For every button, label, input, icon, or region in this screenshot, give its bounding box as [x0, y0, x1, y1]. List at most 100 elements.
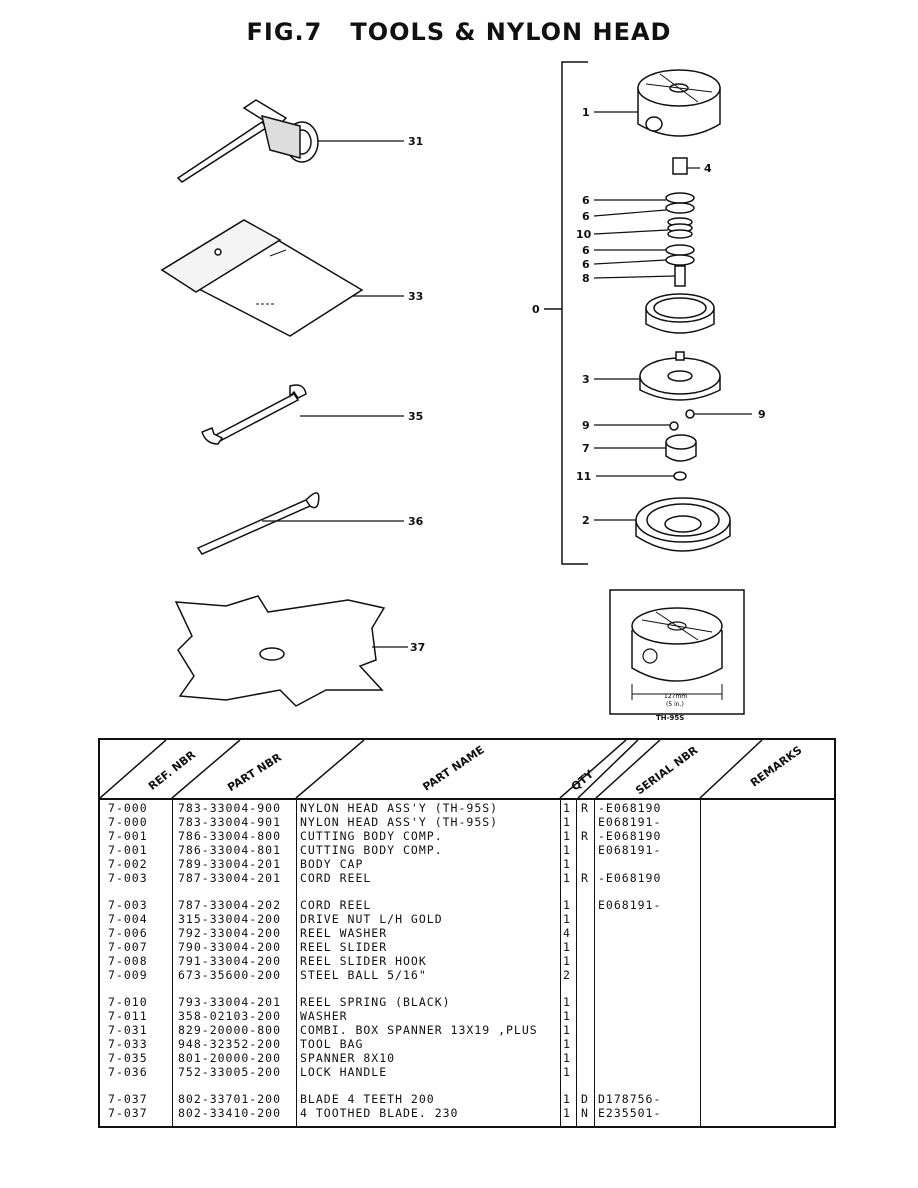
callout-9b: 9	[758, 408, 766, 421]
part-name-cell: NYLON HEAD ASS'Y (TH-95S)	[300, 815, 499, 829]
column-divider	[576, 798, 577, 1126]
part-number-cell: 793-33004-201	[178, 995, 282, 1009]
part-name-cell: REEL SLIDER	[300, 940, 388, 954]
part-number-cell: 792-33004-200	[178, 926, 282, 940]
qty-cell: 1	[563, 871, 571, 885]
part-name-cell: REEL SPRING (BLACK)	[300, 995, 451, 1009]
lock-handle-drawing	[196, 492, 320, 555]
part-number-cell: 752-33005-200	[178, 1065, 282, 1079]
part-name-cell: CORD REEL	[300, 898, 372, 912]
callout-37: 37	[410, 641, 425, 654]
ref-cell: 7-037	[108, 1106, 148, 1120]
part-name-cell: STEEL BALL 5/16"	[300, 968, 427, 982]
ref-cell: 7-037	[108, 1092, 148, 1106]
ref-cell: 7-001	[108, 843, 148, 857]
part-number-cell: 358-02103-200	[178, 1009, 282, 1023]
ref-cell: 7-010	[108, 995, 148, 1009]
part-number-cell: 791-33004-200	[178, 954, 282, 968]
part-name-cell: 4 TOOTHED BLADE. 230	[300, 1106, 459, 1120]
callout-6c: 6	[582, 244, 590, 257]
callout-9a: 9	[582, 419, 590, 432]
ref-cell: 7-033	[108, 1037, 148, 1051]
part-number-cell: 789-33004-201	[178, 857, 282, 871]
ref-cell: 7-000	[108, 801, 148, 815]
callout-0: 0	[532, 303, 540, 316]
qty-cell: 1	[563, 995, 571, 1009]
ref-cell: 7-003	[108, 871, 148, 885]
serial-cell: E068191-	[598, 898, 662, 912]
ref-cell: 7-031	[108, 1023, 148, 1037]
callout-3: 3	[582, 373, 590, 386]
figure-name: TOOLS & NYLON HEAD	[350, 18, 672, 46]
part-number-cell: 829-20000-800	[178, 1023, 282, 1037]
spanner-drawing	[201, 384, 307, 445]
part-name-cell: BLADE 4 TEETH 200	[300, 1092, 435, 1106]
part-number-cell: 786-33004-800	[178, 829, 282, 843]
qty-cell: 1	[563, 801, 571, 815]
inset-model-label: TH-95S	[656, 714, 685, 722]
column-divider	[700, 798, 701, 1126]
ref-cell: 7-002	[108, 857, 148, 871]
part-number-cell: 948-32352-200	[178, 1037, 282, 1051]
part-name-cell: SPANNER 8X10	[300, 1051, 396, 1065]
part-number-cell: 802-33410-200	[178, 1106, 282, 1120]
callout-6d: 6	[582, 258, 590, 271]
qty-cell: 1	[563, 1092, 571, 1106]
part-name-cell: WASHER	[300, 1009, 348, 1023]
part-name-cell: CUTTING BODY COMP.	[300, 843, 443, 857]
qty-cell: 1	[563, 843, 571, 857]
serial-cell: E068191-	[598, 815, 662, 829]
ref-cell: 7-035	[108, 1051, 148, 1065]
qty-cell: 4	[563, 926, 571, 940]
qty-cell: 1	[563, 829, 571, 843]
callout-31: 31	[408, 135, 423, 148]
qty-cell: 1	[563, 1065, 571, 1079]
serial-cell: -E068190	[598, 801, 662, 815]
steel-ball-drawing	[685, 409, 695, 419]
callout-6b: 6	[582, 210, 590, 223]
code-cell: R	[581, 829, 589, 843]
code-cell: D	[581, 1092, 589, 1106]
table-header-diagonals	[100, 740, 763, 798]
callout-2: 2	[582, 514, 590, 527]
ref-cell: 7-009	[108, 968, 148, 982]
inset-dimension: 127mm	[664, 693, 687, 700]
qty-cell: 2	[563, 968, 571, 982]
part-name-cell: CORD REEL	[300, 871, 372, 885]
callout-1: 1	[582, 106, 590, 119]
cord-reel-line-drawing	[645, 293, 715, 334]
code-cell: N	[581, 1106, 589, 1120]
column-divider	[296, 798, 297, 1126]
callout-33: 33	[408, 290, 423, 303]
washer-spring-stack	[665, 192, 695, 287]
qty-cell: 1	[563, 898, 571, 912]
ref-cell: 7-008	[108, 954, 148, 968]
part-number-cell: 673-35600-200	[178, 968, 282, 982]
parts-illustration: 31 33 35 36 37 0	[160, 61, 766, 715]
ref-cell: 7-011	[108, 1009, 148, 1023]
table-row: 7-009 673-35600-200 STEEL BALL 5/16" 2	[100, 969, 834, 982]
callout-35: 35	[408, 410, 423, 423]
reel-slider-drawing	[665, 434, 697, 462]
header-rule	[100, 798, 834, 800]
part-name-cell: CUTTING BODY COMP.	[300, 829, 443, 843]
steel-ball-drawing	[669, 421, 679, 431]
serial-cell: E068191-	[598, 843, 662, 857]
qty-cell: 1	[563, 954, 571, 968]
qty-cell: 1	[563, 857, 571, 871]
qty-cell: 1	[563, 1009, 571, 1023]
ref-cell: 7-004	[108, 912, 148, 926]
part-number-cell: 787-33004-201	[178, 871, 282, 885]
ref-cell: 7-006	[108, 926, 148, 940]
qty-cell: 1	[563, 912, 571, 926]
